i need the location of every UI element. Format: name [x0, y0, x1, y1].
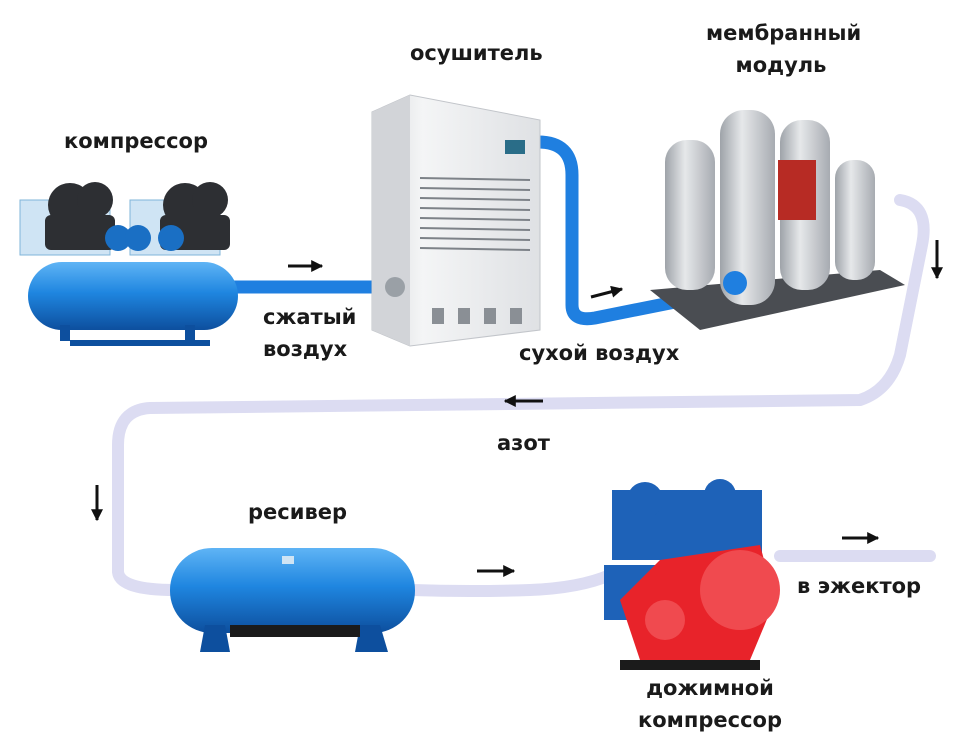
compressed-air-label-line2: воздух	[263, 336, 347, 362]
membrane-label-line1: мембранный	[706, 20, 856, 46]
compressed-air-label-line1: сжатый	[263, 304, 356, 330]
nitrogen-pipe-to-booster	[412, 575, 610, 591]
booster-compressor-image	[604, 479, 780, 670]
booster-label-line1: дожимной	[630, 675, 790, 701]
nitrogen-label: азот	[497, 430, 550, 456]
receiver-image	[170, 548, 415, 652]
dry-air-label: сухой воздух	[519, 340, 679, 366]
receiver-label: ресивер	[248, 499, 347, 525]
dryer-label: осушитель	[410, 40, 543, 66]
membrane-module-image	[650, 110, 905, 330]
compressor-label: компрессор	[64, 128, 208, 154]
booster-label-line2: компрессор	[630, 707, 790, 733]
flow-arrow-dry-air	[591, 289, 622, 297]
to-ejector-label: в эжектор	[797, 573, 921, 599]
membrane-label-line2: модуль	[706, 52, 856, 78]
compressor-image	[20, 182, 238, 346]
dryer-image	[372, 95, 540, 346]
